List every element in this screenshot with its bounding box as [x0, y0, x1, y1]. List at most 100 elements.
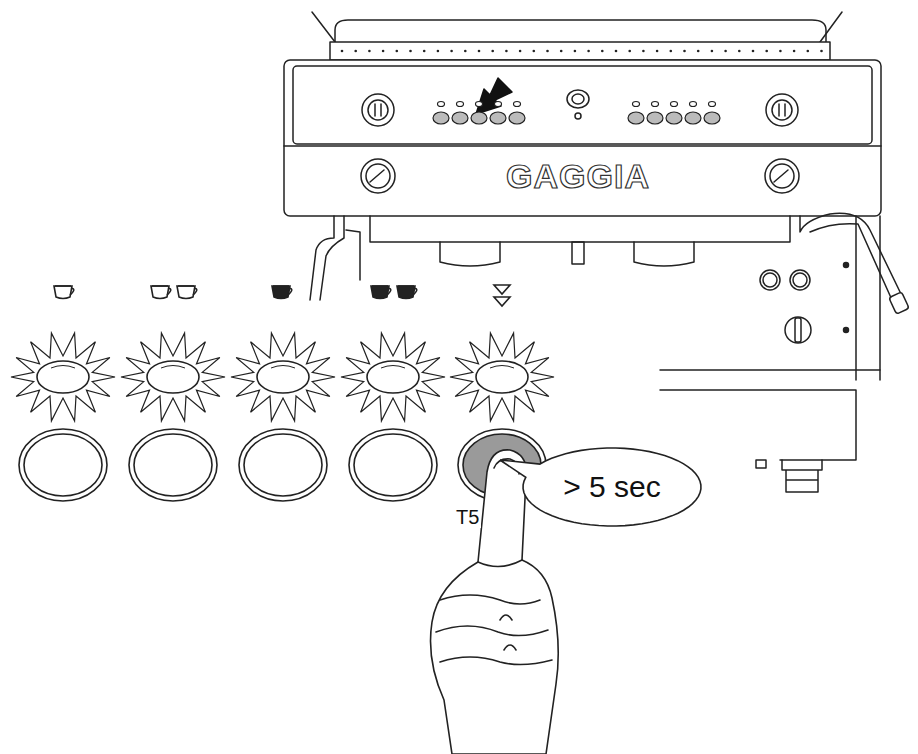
panel-button [471, 112, 487, 124]
flashing-led [341, 333, 445, 421]
tray-hole [478, 50, 481, 53]
cup-rim [372, 285, 388, 287]
tray-hole [820, 50, 823, 53]
panel-led [690, 102, 697, 107]
duration-text: > 5 sec [563, 470, 661, 504]
led-lens [147, 361, 199, 393]
panel-buttons [433, 102, 720, 125]
tray-hole [382, 50, 385, 53]
cup-icon [177, 286, 195, 299]
dose-triangle [494, 297, 510, 306]
tray-hole [752, 50, 755, 53]
tray-hole [574, 50, 577, 53]
flashing-led [11, 333, 115, 421]
dose-triangle [494, 285, 510, 294]
led-lens [367, 361, 419, 393]
panel-button [433, 112, 449, 124]
tray-hole [464, 50, 467, 53]
panel-button [452, 112, 468, 124]
control-button [790, 270, 810, 290]
panel-led [457, 102, 464, 107]
steam-wand [346, 230, 360, 280]
tray-hole [491, 50, 494, 53]
cup-icon [54, 286, 72, 299]
cup-handle [288, 288, 292, 295]
flashing-led [450, 333, 554, 421]
tray-hole [615, 50, 618, 53]
tray-hole [423, 50, 426, 53]
tray-hole [450, 50, 453, 53]
led-highlight [490, 366, 514, 369]
led-lens [37, 361, 89, 393]
speech-bubble: > 5 sec [522, 447, 702, 527]
panel-led [671, 102, 678, 107]
group-head [440, 242, 500, 266]
tray-hole [807, 50, 810, 53]
cup-handle [167, 288, 171, 295]
pressure-gauge [366, 164, 390, 188]
panel-button [490, 112, 506, 124]
tray-hole [409, 50, 412, 53]
finger-creases [436, 560, 552, 665]
tray-hole [546, 50, 549, 53]
steam-tip [889, 292, 909, 314]
gauge-needle [370, 170, 384, 182]
panel-led [495, 102, 502, 107]
cup-handle [387, 288, 391, 295]
panel-led [652, 102, 659, 107]
panel-button [647, 112, 663, 124]
knuckles [500, 615, 516, 650]
keypad-button-face [24, 434, 102, 496]
button-label: T5 [454, 506, 481, 528]
cup-rim [152, 285, 168, 287]
led-highlight [51, 366, 75, 369]
panel-led [633, 102, 640, 107]
tray-hole [738, 50, 741, 53]
cup-rail [335, 20, 826, 42]
cup-handle [193, 288, 197, 295]
tray-hole [670, 50, 673, 53]
screw [844, 328, 849, 333]
tray-hole [642, 50, 645, 53]
keypad-button-face [354, 434, 432, 496]
machine-foot [756, 460, 766, 468]
tray-hole [368, 50, 371, 53]
bubble-shape [500, 448, 701, 526]
pressure-gauge [770, 164, 794, 188]
steam-knob [362, 94, 394, 126]
keypad-button [349, 429, 437, 501]
keypad-button-face [134, 434, 212, 496]
tray-hole [437, 50, 440, 53]
tray-hole [560, 50, 563, 53]
cup-rim [398, 285, 414, 287]
panel-led [709, 102, 716, 107]
panel-button [509, 112, 525, 124]
tray-hole [601, 50, 604, 53]
control-panel [293, 66, 872, 144]
cup-tray-holes [341, 50, 823, 53]
tray-hole [505, 50, 508, 53]
tray-hole [519, 50, 522, 53]
keypad-button-face [244, 434, 322, 496]
panel-led [514, 102, 521, 107]
steam-knob [772, 100, 792, 120]
led-highlight [381, 366, 405, 369]
panel-led [438, 102, 445, 107]
tray-hole [656, 50, 659, 53]
rotary-switch [795, 318, 801, 342]
tray-hole [724, 50, 727, 53]
hot-water-button [567, 90, 589, 108]
flashing-led [121, 333, 225, 421]
flashing-led [231, 333, 335, 421]
drip-tray [660, 370, 880, 460]
led-lens [257, 361, 309, 393]
machine-foot [782, 460, 822, 492]
pointer-arrow [476, 78, 512, 114]
tray-hole [793, 50, 796, 53]
led-highlight [271, 366, 295, 369]
pressure-gauge [765, 159, 799, 193]
panel-led [476, 102, 483, 107]
panel-button [628, 112, 644, 124]
cup-rim [178, 285, 194, 287]
